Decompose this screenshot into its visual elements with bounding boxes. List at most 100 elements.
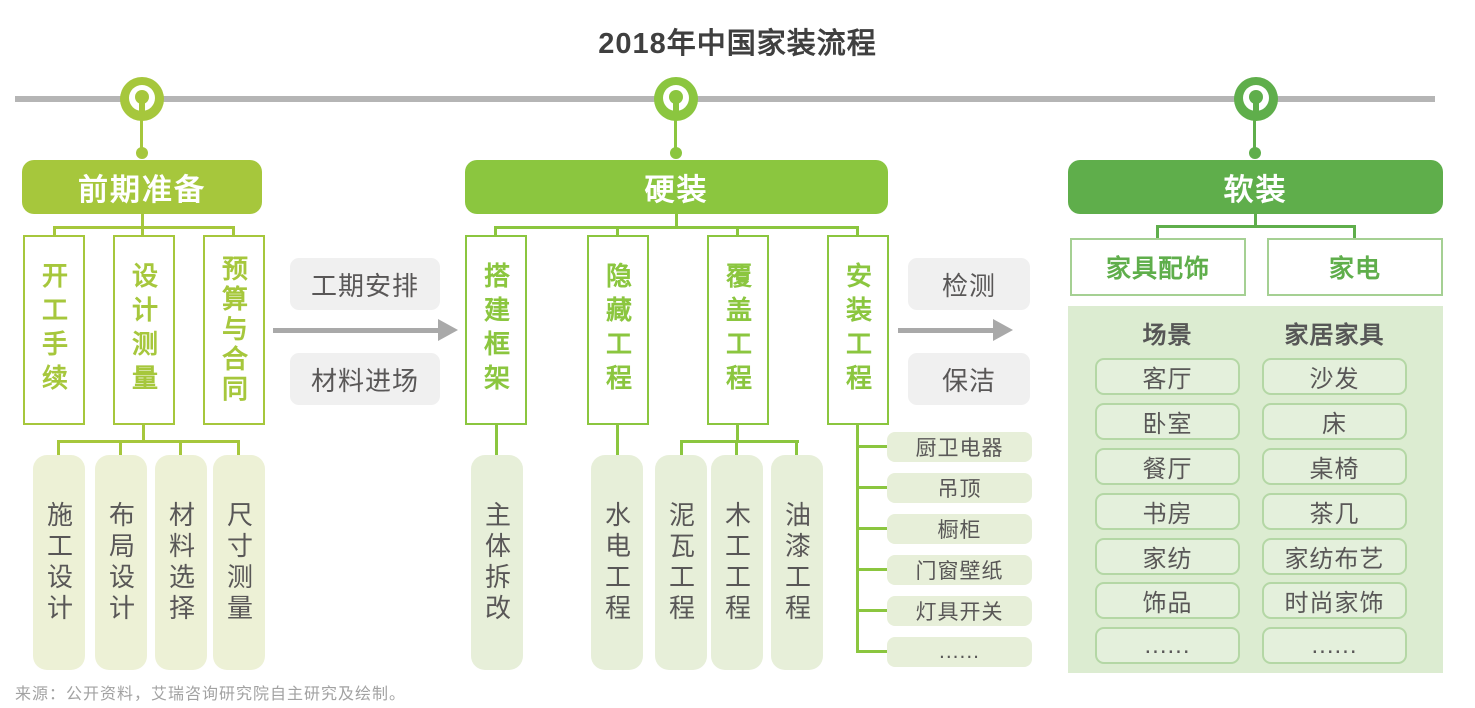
category-box: 家电 [1267, 238, 1443, 296]
connector-line [141, 214, 144, 228]
marker-inner-stem [139, 103, 145, 119]
connector-line [57, 440, 240, 443]
marker-dot [1249, 90, 1263, 104]
connector-line [1254, 214, 1257, 227]
connector-line [736, 226, 739, 236]
furniture-item-box: 床 [1262, 403, 1407, 440]
connector-line [57, 440, 60, 455]
connector-line [856, 445, 887, 448]
stage2-header: 硬装 [465, 160, 888, 214]
scene-item-box: 家纺 [1095, 538, 1240, 575]
connector-line [53, 226, 56, 236]
stage1-title: 前期准备 [78, 174, 206, 207]
connector-line [856, 568, 887, 571]
step-box: 隐藏工程 [587, 235, 649, 425]
stage3-header: 软装 [1068, 160, 1443, 214]
substep-box: 尺寸测量 [213, 455, 265, 670]
substep-box: 油漆工程 [771, 455, 823, 670]
connector-line [856, 425, 859, 653]
substep-box: 布局设计 [95, 455, 147, 670]
substep-box: 泥瓦工程 [655, 455, 707, 670]
connector-line [795, 440, 798, 455]
connector-line [616, 226, 619, 236]
connector-line [736, 425, 739, 442]
timeline-line [15, 96, 1435, 102]
marker-tail-line [1253, 119, 1256, 151]
connector-line [680, 440, 799, 443]
step-box: 设计测量 [113, 235, 175, 425]
marker-tail-line [140, 119, 143, 151]
marker-dot [669, 90, 683, 104]
stage1-header: 前期准备 [22, 160, 262, 214]
connector-line [495, 425, 498, 455]
furniture-item-box: 沙发 [1262, 358, 1407, 395]
marker-dot [135, 90, 149, 104]
timeline-marker-icon [654, 77, 698, 121]
substep-box: 施工设计 [33, 455, 85, 670]
scene-item-box: 客厅 [1095, 358, 1240, 395]
install-item-box: 橱柜 [887, 514, 1032, 544]
connector-line [675, 214, 678, 228]
substep-box: 材料选择 [155, 455, 207, 670]
marker-tail-line [674, 119, 677, 151]
connector-line [856, 486, 887, 489]
substep-box: 水电工程 [591, 455, 643, 670]
connector-line [1156, 225, 1159, 238]
connector-line [141, 226, 144, 236]
scene-item-box: 餐厅 [1095, 448, 1240, 485]
furniture-item-box: 家纺布艺 [1262, 538, 1407, 575]
connector-line [232, 226, 235, 236]
furniture-item-box: 茶几 [1262, 493, 1407, 530]
connector-line [856, 527, 887, 530]
timeline-marker-icon [120, 77, 164, 121]
connector-line [856, 650, 887, 653]
connector-line [1156, 225, 1356, 228]
connector-line [856, 609, 887, 612]
flow-label-box: 材料进场 [290, 353, 440, 405]
source-note: 来源：公开资料，艾瑞咨询研究院自主研究及绘制。 [15, 686, 407, 703]
connector-line [735, 440, 738, 455]
arrow-line [898, 328, 993, 333]
scene-item-box: 书房 [1095, 493, 1240, 530]
scene-item-box: ...... [1095, 627, 1240, 664]
stage2-title: 硬装 [644, 174, 709, 207]
connector-line [119, 440, 122, 455]
install-item-box: 厨卫电器 [887, 432, 1032, 462]
install-item-box: ...... [887, 637, 1032, 667]
flow-label-box: 检测 [908, 258, 1030, 310]
arrow-right-icon [993, 319, 1013, 341]
column-header: 家居家具 [1284, 321, 1385, 349]
furniture-item-box: 桌椅 [1262, 448, 1407, 485]
marker-inner-stem [673, 103, 679, 119]
marker-tail-dot [136, 147, 148, 159]
marker-tail-dot [670, 147, 682, 159]
substep-box: 木工工程 [711, 455, 763, 670]
install-item-box: 吊顶 [887, 473, 1032, 503]
connector-line [494, 226, 497, 236]
scene-item-box: 卧室 [1095, 403, 1240, 440]
flow-label-box: 保洁 [908, 353, 1030, 405]
timeline-marker-icon [1234, 77, 1278, 121]
furniture-item-box: 时尚家饰 [1262, 582, 1407, 619]
page-title: 2018年中国家装流程 [598, 28, 877, 60]
substep-box: 主体拆改 [471, 455, 523, 670]
column-header: 场景 [1142, 321, 1193, 349]
install-item-box: 灯具开关 [887, 596, 1032, 626]
connector-line [237, 440, 240, 455]
connector-line [142, 425, 145, 442]
step-box: 搭建框架 [465, 235, 527, 425]
connector-line [680, 440, 683, 455]
furniture-item-box: ...... [1262, 627, 1407, 664]
connector-line [494, 226, 859, 229]
connector-line [856, 226, 859, 236]
install-item-box: 门窗壁纸 [887, 555, 1032, 585]
connector-line [616, 425, 619, 455]
scene-item-box: 饰品 [1095, 582, 1240, 619]
flow-label-box: 工期安排 [290, 258, 440, 310]
arrow-line [273, 328, 438, 333]
step-box: 开工手续 [23, 235, 85, 425]
connector-line [179, 440, 182, 455]
category-box: 家具配饰 [1070, 238, 1246, 296]
marker-tail-dot [1249, 147, 1261, 159]
